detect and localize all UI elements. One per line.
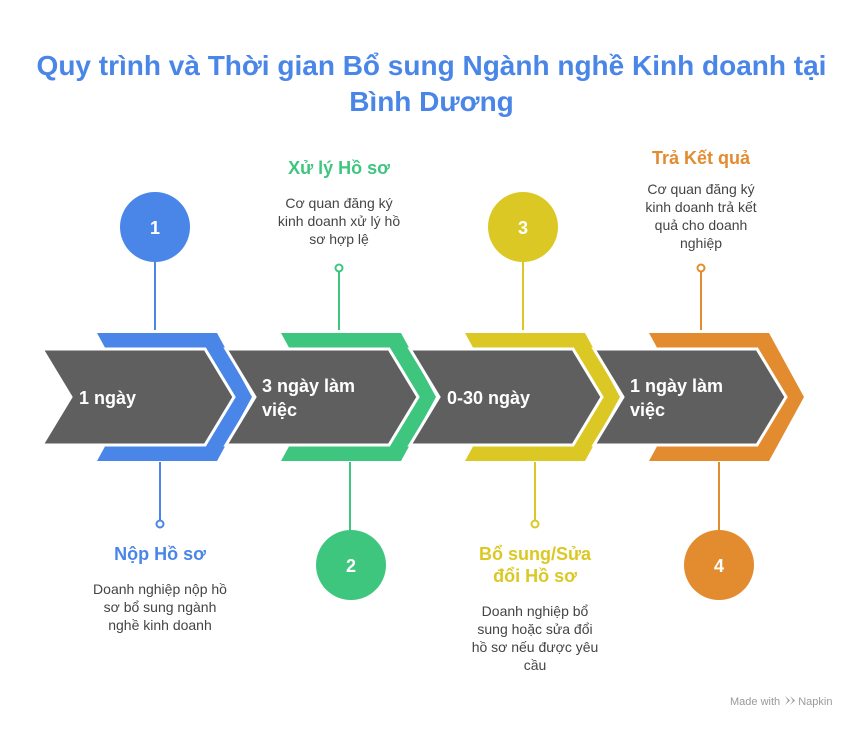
- step-3-desc-line-4: cầu: [523, 657, 547, 673]
- step-1-circle: [120, 192, 190, 262]
- step-3-name-line-1: Bổ sung/Sửa: [478, 544, 592, 564]
- napkin-logo-icon: [785, 696, 796, 708]
- step-1-desc-line-2: sơ bổ sung ngành: [103, 599, 217, 615]
- step-3-desc-line-1: Doanh nghiệp bổ: [481, 603, 589, 619]
- step-2-description: Cơ quan đăng ký kinh doanh xử lý hồ sơ h…: [254, 194, 424, 248]
- step-4-duration-line-1: 1 ngày làm: [630, 376, 724, 396]
- step-4-circle: [684, 530, 754, 600]
- step-3-number: 3: [518, 218, 528, 238]
- step-3-arrow: [407, 347, 604, 447]
- step-4-number: 4: [714, 556, 724, 576]
- step-3-desc-line-2: sung hoặc sửa đổi: [477, 621, 593, 637]
- page-title: Quy trình và Thời gian Bổ sung Ngành ngh…: [0, 48, 863, 120]
- step-2-desc-line-3: sơ hợp lệ: [309, 231, 369, 247]
- step-2-number: 2: [346, 556, 356, 576]
- step-1-name: Nộp Hồ sơ: [114, 544, 206, 564]
- step-1-label-dot: [155, 519, 165, 529]
- step-4-label-dot: [696, 263, 706, 273]
- step-2-label-dot: [334, 263, 344, 273]
- step-4-desc-line-3: quả cho doanh: [654, 217, 748, 233]
- step-2-duration-line-1: 3 ngày làm: [262, 376, 356, 396]
- step-1-duration: 1 ngày: [79, 386, 136, 410]
- credit-prefix: Made with: [730, 696, 781, 708]
- credit-brand: Napkin: [798, 696, 833, 708]
- step-3-duration-line-1: 0-30 ngày: [447, 388, 531, 408]
- title-line-2: Bình Dương: [349, 86, 514, 117]
- step-1-description: Doanh nghiệp nộp hồ sơ bổ sung ngành ngh…: [75, 580, 245, 634]
- step-3-name-line-2: đổi Hồ sơ: [493, 566, 577, 586]
- step-3-desc-line-3: hồ sơ nếu được yêu: [471, 639, 599, 655]
- step-2-desc-line-1: Cơ quan đăng ký: [285, 195, 393, 211]
- step-1-arrow: [39, 347, 236, 447]
- step-2-circle: [316, 530, 386, 600]
- step-4-duration: 1 ngày làm việc: [630, 374, 723, 422]
- step-2-desc-line-2: kinh doanh xử lý hồ: [277, 213, 401, 229]
- step-4-arrow: [591, 347, 788, 447]
- made-with-credit: Made with Napkin: [730, 696, 832, 708]
- step-1-duration-line-1: 1 ngày: [79, 388, 137, 408]
- step-2-duration-line-2: việc: [262, 400, 298, 420]
- step-4-desc-line-2: kinh doanh trả kết: [645, 199, 757, 215]
- step-1-desc-line-3: nghề kinh doanh: [108, 617, 212, 633]
- step-2-duration: 3 ngày làm việc: [262, 374, 355, 422]
- step-1-number: 1: [150, 218, 160, 238]
- step-4-desc-line-1: Cơ quan đăng ký: [647, 181, 755, 197]
- step-3-name: Bổ sung/Sửa đổi Hồ sơ: [455, 543, 615, 587]
- step-4-duration-line-2: việc: [630, 400, 666, 420]
- step-4-description: Cơ quan đăng ký kinh doanh trả kết quả c…: [616, 180, 786, 252]
- step-3-duration: 0-30 ngày: [447, 386, 530, 410]
- title-line-1: Quy trình và Thời gian Bổ sung Ngành ngh…: [36, 50, 827, 81]
- step-1-desc-line-1: Doanh nghiệp nộp hồ: [93, 581, 227, 597]
- step-2-name: Xử lý Hồ sơ: [288, 158, 390, 178]
- step-4-desc-line-4: nghiệp: [679, 235, 723, 251]
- step-3-description: Doanh nghiệp bổ sung hoặc sửa đổi hồ sơ …: [450, 602, 620, 674]
- step-2-arrow: [223, 347, 420, 447]
- step-3-label-dot: [530, 519, 540, 529]
- step-4-name: Trả Kết quả: [651, 148, 751, 168]
- step-3-circle: [488, 192, 558, 262]
